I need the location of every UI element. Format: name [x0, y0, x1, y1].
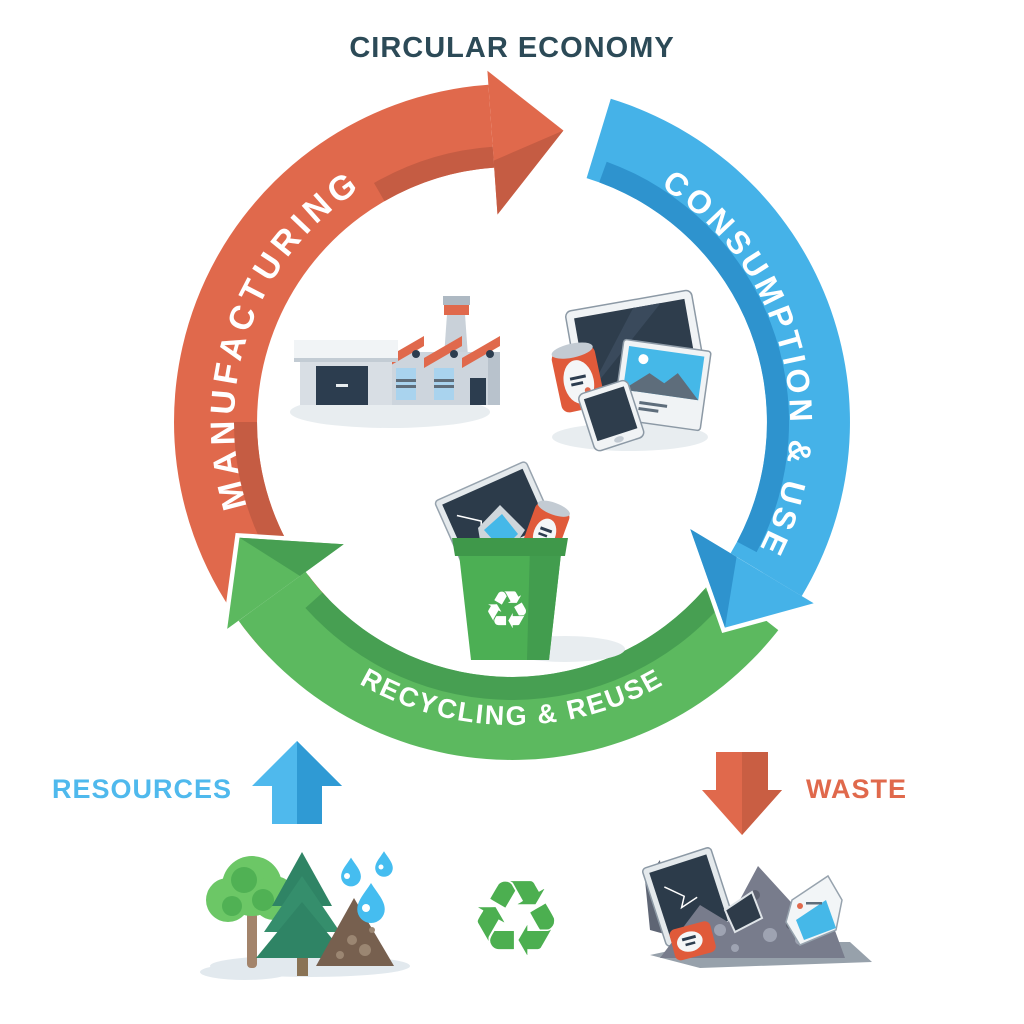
recycling-arrowhead-shade [239, 537, 344, 576]
manufacturing-arc-shade2 [374, 146, 495, 202]
natural-resources-icon [200, 851, 410, 980]
recycling-symbol-icon: ♻ [469, 861, 563, 978]
waste-label: WASTE [806, 774, 907, 804]
waste-flow: WASTE [702, 752, 907, 835]
resources-label: RESOURCES [52, 774, 232, 804]
recycle-bin-icon: ♻ [434, 461, 625, 662]
resources-up-arrow [252, 741, 342, 824]
recycling-arc [238, 571, 779, 760]
waste-down-arrow [702, 752, 782, 835]
resources-flow: RESOURCES [52, 741, 342, 824]
electronics-icon [551, 289, 712, 452]
page-title: CIRCULAR ECONOMY [349, 32, 674, 64]
consumption-arrowhead-shade [690, 529, 737, 628]
manufacturing-arc-shade [234, 422, 329, 616]
consumption-arc-shade [599, 161, 790, 553]
factory-icon [290, 296, 500, 428]
bin-recycling-symbol-icon: ♻ [484, 582, 531, 640]
waste-pile-icon [642, 847, 872, 968]
manufacturing-arrowhead-shade [493, 130, 564, 215]
water-drops-icon [341, 851, 393, 923]
smartphone-icon [578, 379, 645, 452]
recycling-arc-shade [305, 589, 722, 700]
